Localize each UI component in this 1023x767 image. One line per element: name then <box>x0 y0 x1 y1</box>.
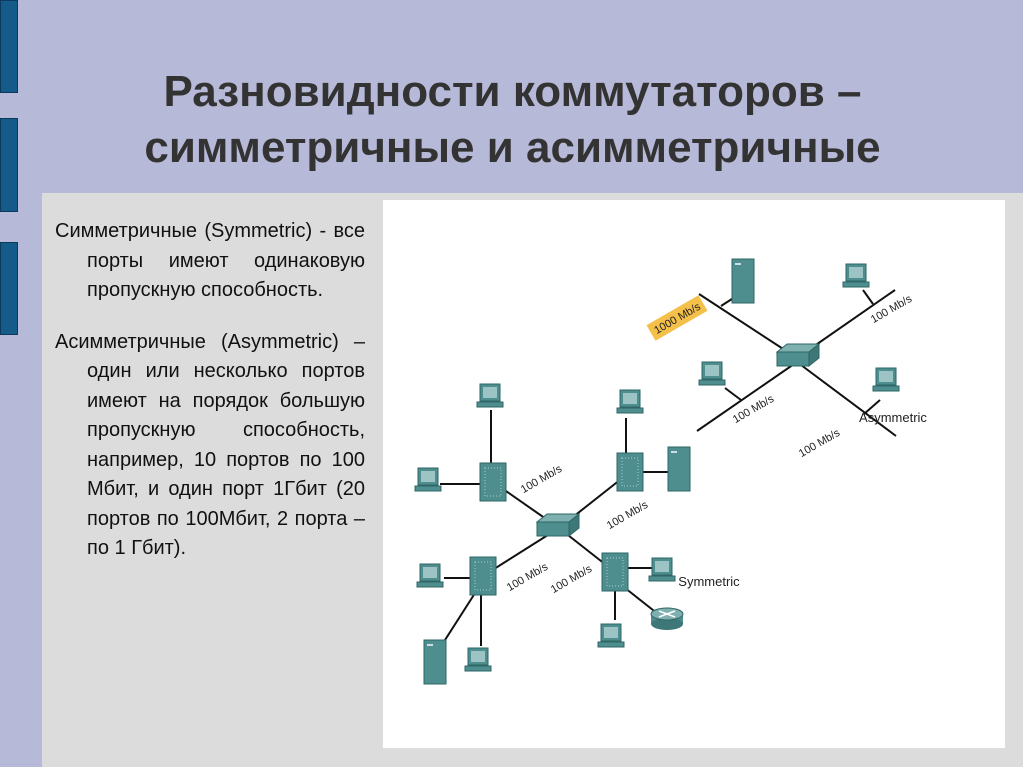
link-speed-label: 100 Mb/s <box>519 463 565 496</box>
network-diagram: 1000 Mb/s 100 Mb/s 100 Mb/s 100 Mb/s 100… <box>383 200 1005 748</box>
pc-icon <box>698 361 726 386</box>
server-icon <box>667 446 691 492</box>
pc-icon <box>872 367 900 392</box>
symmetric-label: Symmetric <box>678 574 740 589</box>
decor-bar <box>0 242 18 335</box>
pc-icon <box>597 623 625 648</box>
symmetric-switch-icon <box>536 513 580 537</box>
pc-icon <box>842 263 870 288</box>
gigabit-link-label: 1000 Mb/s <box>646 295 708 341</box>
hub-icon <box>616 452 644 492</box>
link-speed-label: 100 Mb/s <box>605 499 651 532</box>
server-icon <box>731 258 755 304</box>
hub-icon <box>479 462 507 502</box>
asymmetric-label: Asymmetric <box>859 410 927 425</box>
pc-icon <box>648 557 676 582</box>
asymmetric-links <box>696 289 897 437</box>
link-speed-label: 100 Mb/s <box>549 563 595 596</box>
hub-icon <box>601 552 629 592</box>
pc-icon <box>414 467 442 492</box>
pc-icon <box>616 389 644 414</box>
hub-icon <box>469 556 497 596</box>
pc-icon <box>476 383 504 408</box>
slide-title: Разновидности коммутаторов – симметричны… <box>144 67 881 172</box>
symmetric-paragraph: Симметричные (Symmetric) - все порты име… <box>55 220 365 301</box>
server-icon <box>423 639 447 685</box>
router-icon <box>650 607 684 630</box>
decor-bar <box>0 0 18 93</box>
link-speed-label: 100 Mb/s <box>505 561 551 594</box>
link-speed-label: 100 Mb/s <box>797 427 843 460</box>
pc-icon <box>464 647 492 672</box>
link-speed-label: 100 Mb/s <box>869 293 915 326</box>
body-text: Симметричные (Symmetric) - все порты име… <box>55 217 365 586</box>
asymmetric-switch-icon <box>776 343 820 367</box>
decor-bar <box>0 118 18 212</box>
asymmetric-paragraph: Асимметричные (Asymmetric) – один или не… <box>55 330 365 560</box>
pc-icon <box>416 563 444 588</box>
